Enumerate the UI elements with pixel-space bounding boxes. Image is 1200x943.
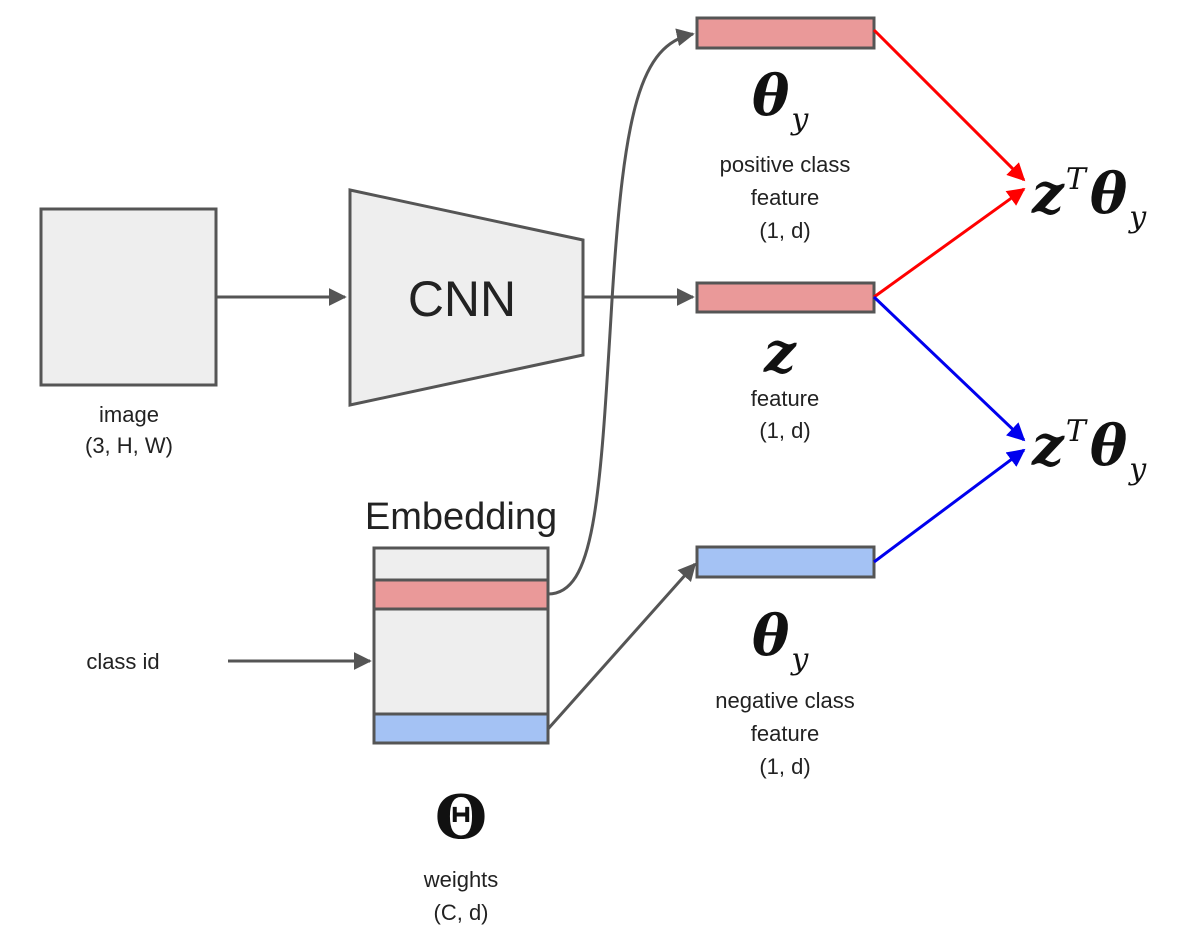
- weights-label: weights: [423, 867, 499, 892]
- arrow-embedding-to-positive: [547, 28, 695, 596]
- negative-score-sub: y: [1127, 452, 1147, 487]
- image-label: image: [99, 402, 159, 427]
- negative-score: zTθy: [1031, 413, 1147, 487]
- negative-score-z: z: [1031, 413, 1065, 479]
- negative-theta: θ: [752, 603, 790, 669]
- positive-theta-subscript: y: [789, 102, 809, 137]
- embedding-row-positive: [372, 578, 550, 611]
- negative-theta-symbol: θy: [752, 603, 809, 677]
- cnn-label: CNN: [408, 271, 516, 327]
- image-shape: (3, H, W): [85, 433, 173, 458]
- feature-symbol: z: [763, 320, 797, 386]
- arrow-feature-to-positive-score: [873, 187, 1026, 299]
- class-id-label: class id: [86, 649, 159, 674]
- feature-shape: (1, d): [759, 418, 810, 443]
- positive-score-exp: T: [1066, 162, 1088, 197]
- positive-label-line2: feature: [751, 185, 820, 210]
- positive-score-z: z: [1031, 161, 1065, 227]
- positive-score-sub: y: [1127, 200, 1147, 235]
- positive-theta: θ: [752, 63, 790, 129]
- negative-theta-subscript: y: [789, 642, 809, 677]
- arrow-embedding-to-negative: [546, 562, 697, 730]
- positive-class-bar: [695, 16, 876, 50]
- positive-score: zTθy: [1031, 161, 1147, 235]
- feature-bar: [695, 281, 876, 314]
- positive-shape: (1, d): [759, 218, 810, 243]
- weights-shape: (C, d): [434, 900, 489, 925]
- negative-score-exp: T: [1066, 414, 1088, 449]
- negative-shape: (1, d): [759, 754, 810, 779]
- negative-score-theta: θ: [1090, 413, 1128, 479]
- positive-label-line1: positive class: [720, 152, 851, 177]
- feature-label: feature: [751, 386, 820, 411]
- positive-score-theta: θ: [1090, 161, 1128, 227]
- cnn-block: [348, 188, 585, 407]
- arrow-negative-to-score: [873, 448, 1026, 564]
- arrow-feature-to-negative-score: [872, 295, 1026, 442]
- image-box: [39, 207, 218, 387]
- positive-theta-symbol: θy: [752, 63, 809, 137]
- negative-label-line2: feature: [751, 721, 820, 746]
- arrow-positive-to-score: [872, 28, 1026, 182]
- weights-symbol: Θ: [435, 783, 487, 853]
- embedding-row-negative: [372, 712, 550, 745]
- negative-class-bar: [695, 545, 876, 579]
- embedding-title: Embedding: [365, 496, 557, 538]
- negative-label-line1: negative class: [715, 688, 854, 713]
